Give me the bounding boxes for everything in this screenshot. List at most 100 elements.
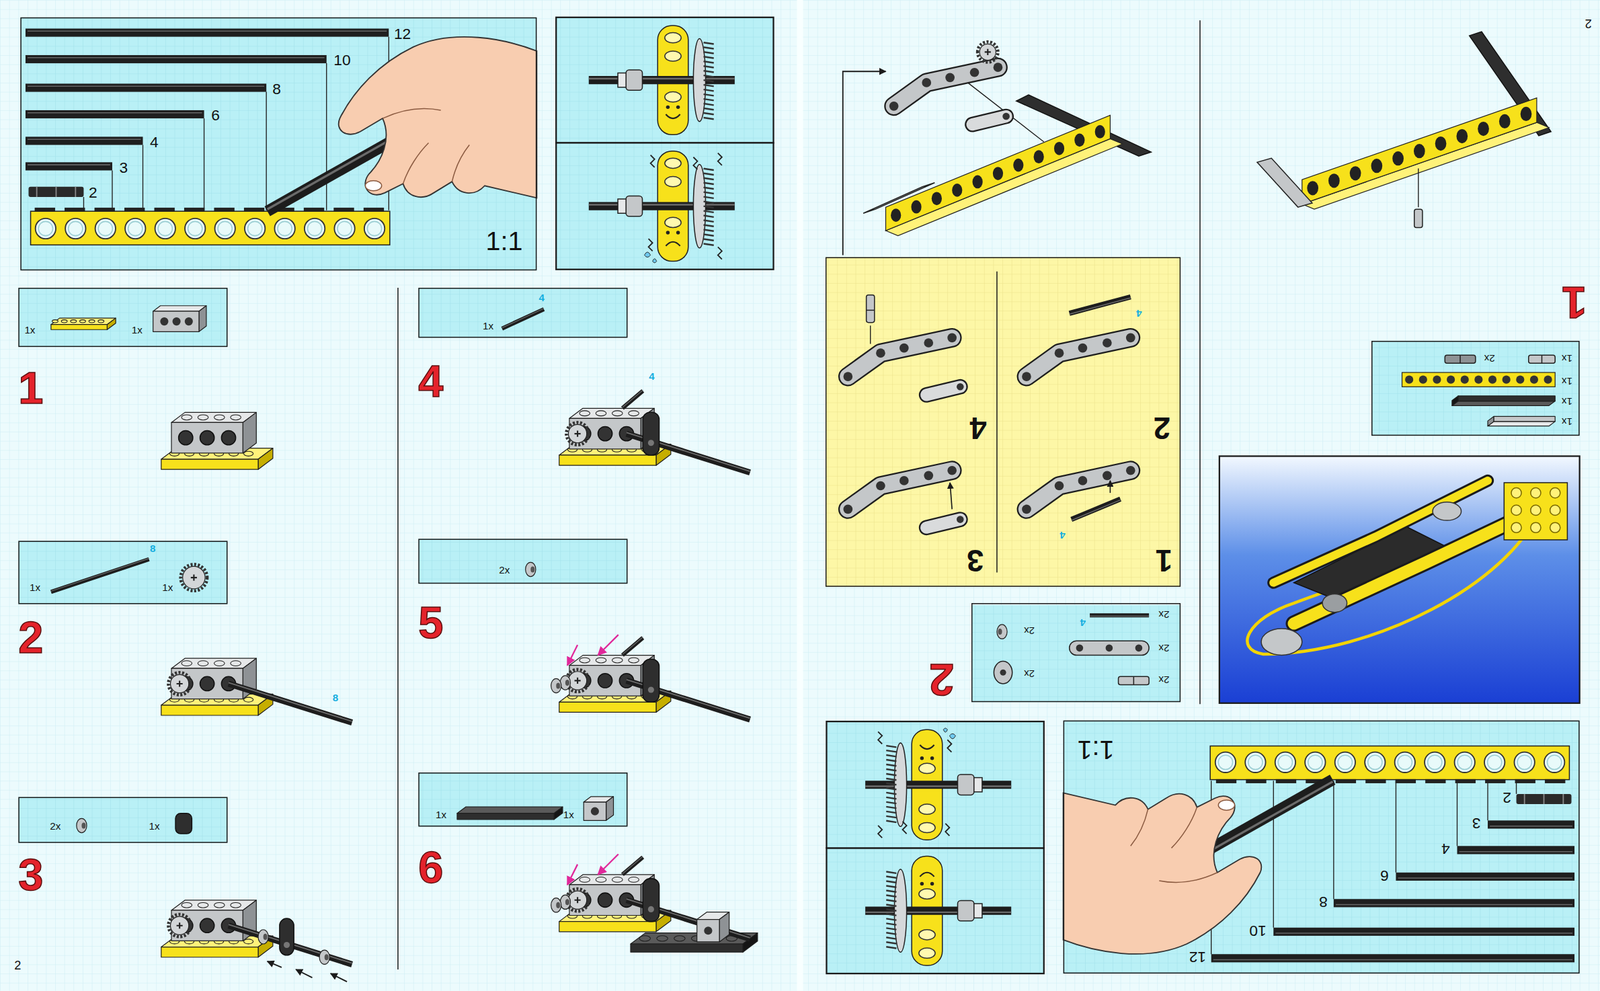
step-model (168, 914, 191, 937)
scale-ruler (25, 83, 267, 92)
right-page-illustrations (1076, 644, 1084, 653)
wrong-fit-panel (703, 168, 714, 171)
wrong-fit-panel (588, 203, 735, 206)
scale-ruler (1487, 780, 1488, 821)
wrong-fit-panel (886, 783, 897, 785)
page-number: 2 (1585, 17, 1592, 30)
liftarm-assembly (970, 67, 980, 78)
correct-fit-panel (703, 112, 714, 115)
right-page-illustrations (1530, 375, 1539, 384)
wrong-fit-panel (648, 238, 653, 251)
model-photo (1219, 455, 1580, 703)
scale-ruler (1544, 779, 1566, 784)
scale-ruler (1394, 752, 1416, 773)
step-model (568, 671, 587, 690)
part-count: 1x (1561, 395, 1573, 407)
liftarm-assembly (923, 470, 934, 480)
step-model (559, 921, 657, 932)
scale-ruler (27, 112, 203, 114)
correct-fit-panel (886, 904, 897, 906)
correct-fit-panel (826, 847, 1044, 974)
axle-length: 2 (88, 184, 98, 201)
step-model (283, 941, 290, 948)
correct-fit-panel (703, 89, 714, 91)
wrong-fit-panel (703, 215, 714, 218)
correct-fit-panel (555, 17, 774, 144)
correct-fit-panel (664, 92, 682, 103)
wrong-fit-panel (886, 811, 897, 813)
right-page-illustrations (1488, 375, 1497, 384)
step-model (622, 389, 643, 408)
step-model (992, 166, 1004, 181)
parts-icons (606, 796, 614, 821)
scale-ruler (1485, 779, 1506, 784)
scale-ruler (1275, 932, 1573, 934)
step-model (622, 856, 643, 874)
liftarm-assembly (1021, 371, 1032, 382)
model-photo (1511, 522, 1522, 533)
wrong-fit-panel (555, 142, 774, 269)
liftarm-assembly (945, 73, 955, 83)
scale-ruler (27, 164, 111, 166)
step-model (324, 953, 329, 960)
parts-icons (502, 309, 544, 329)
liftarm-assembly (956, 383, 965, 391)
length-mark: 4 (1136, 307, 1142, 318)
scale-ruler (337, 221, 352, 236)
right-page-illustrations (1371, 340, 1580, 436)
part-count: 1x (131, 325, 143, 336)
step-model (228, 682, 353, 722)
scale-ruler (1513, 752, 1535, 773)
scale-ruler (213, 207, 234, 212)
liftarm-assembly (847, 470, 952, 510)
model-photo (1530, 522, 1541, 533)
correct-fit-panel (664, 51, 682, 62)
wrong-fit-panel (930, 756, 934, 760)
step-model (555, 682, 560, 689)
step-model (1499, 114, 1511, 129)
axle-length: 8 (272, 80, 282, 97)
part-count: 1x (149, 821, 160, 832)
step-model (566, 422, 589, 445)
parts-icons (52, 320, 59, 323)
hand (1130, 807, 1218, 883)
wrong-fit-panel (703, 206, 714, 208)
hand (338, 36, 538, 199)
wrong-fit-panel (703, 229, 714, 232)
wrong-fit-panel (974, 777, 983, 792)
scale-ratio: 1:1 (485, 227, 523, 254)
hand (1218, 800, 1235, 811)
step-model (648, 439, 655, 446)
correct-fit-panel (886, 927, 897, 930)
step-model (579, 877, 591, 883)
liftarm-assembly (847, 337, 952, 377)
step-model (171, 422, 243, 454)
step-model (199, 430, 214, 446)
parts-icons (590, 807, 599, 816)
scale-ruler (74, 186, 76, 197)
scale-ruler (1211, 953, 1575, 963)
scale-ruler (217, 221, 232, 236)
correct-fit-panel (930, 882, 934, 886)
correct-fit-panel (664, 32, 682, 44)
part-count: 1x (162, 582, 173, 593)
step-number: 2 (18, 615, 44, 661)
right-page-illustrations (1474, 375, 1483, 384)
step-model (181, 414, 193, 421)
substep-number: 2 (1153, 412, 1171, 444)
liftarm-assembly (894, 67, 999, 107)
step-model (161, 412, 273, 470)
scale-ruler (20, 17, 537, 271)
scale-ratio: 1:1 (1077, 736, 1115, 764)
scale-ruler (1304, 752, 1326, 773)
step-model (228, 683, 353, 723)
step-model (555, 902, 560, 909)
scale-ruler (128, 221, 143, 236)
scale-ruler (1335, 904, 1573, 906)
step-model (863, 182, 935, 214)
scale-ruler (38, 221, 53, 236)
scale-ruler (1395, 872, 1575, 881)
parts-icons (106, 317, 116, 330)
